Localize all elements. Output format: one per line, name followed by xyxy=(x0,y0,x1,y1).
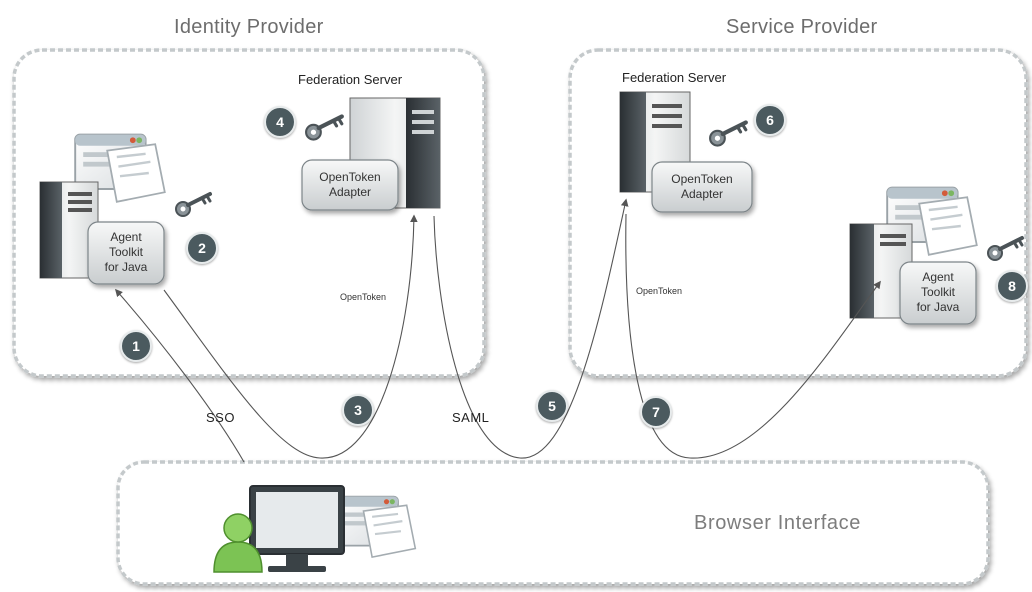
step-badge-6: 6 xyxy=(754,104,786,136)
sp-toolkit-line-1: Agent xyxy=(922,270,954,284)
sp-agent-toolkit-box xyxy=(899,261,977,325)
step-badge-7: 7 xyxy=(640,396,672,428)
sp-agent-toolkit-label: Agent Toolkit for Java xyxy=(900,270,976,315)
browser-interface-title: Browser Interface xyxy=(694,512,861,534)
user-icon xyxy=(213,513,263,573)
idp-adapter-label: OpenToken Adapter xyxy=(302,170,398,200)
arrow-4 xyxy=(625,213,881,459)
sp-federation-server-title: Federation Server xyxy=(622,70,727,85)
arrow-2 xyxy=(163,214,418,459)
sp-opentoken-edge-label: OpenToken xyxy=(636,286,683,296)
monitor-icon xyxy=(249,485,345,572)
browser-user xyxy=(213,485,417,573)
arrow-3 xyxy=(433,198,629,459)
sp-adapter-label: OpenToken Adapter xyxy=(652,172,752,202)
sp-adapter-line-1: OpenToken xyxy=(671,172,733,186)
server-icon xyxy=(349,97,441,209)
idp-toolkit-line-2: Toolkit xyxy=(108,245,143,259)
idp-federation-server-title: Federation Server xyxy=(298,72,403,87)
sp-opentoken-adapter-box xyxy=(651,161,753,213)
sp-toolkit-line-2: Toolkit xyxy=(920,285,955,299)
service-provider-title: Service Provider xyxy=(726,16,878,38)
saml-label: SAML xyxy=(452,410,490,425)
sp-toolkit-line-3: for Java xyxy=(916,300,960,314)
identity-provider-title: Identity Provider xyxy=(174,16,324,38)
step-badge-3: 3 xyxy=(342,394,374,426)
idp-toolkit-line-3: for Java xyxy=(104,260,148,274)
idp-toolkit-line-1: Agent xyxy=(110,230,142,244)
idp-federation-server xyxy=(301,97,441,211)
sp-adapter-line-2: Adapter xyxy=(680,187,724,201)
idp-opentoken-edge-label: OpenToken xyxy=(340,292,387,302)
arrow-1 xyxy=(114,288,245,463)
sp-app-server xyxy=(849,186,1024,325)
idp-agent-toolkit-box xyxy=(87,221,165,285)
sso-label: SSO xyxy=(206,410,235,425)
idp-app-server xyxy=(39,133,212,285)
step-badge-2: 2 xyxy=(186,232,218,264)
idp-adapter-line-1: OpenToken xyxy=(319,170,381,184)
step-badge-5: 5 xyxy=(536,390,568,422)
step-badge-4: 4 xyxy=(264,106,296,138)
idp-adapter-line-2: Adapter xyxy=(328,185,372,199)
flow-arrows xyxy=(114,198,881,463)
idp-opentoken-adapter-box xyxy=(301,159,399,211)
idp-agent-toolkit-label: Agent Toolkit for Java xyxy=(88,230,164,275)
sp-federation-server xyxy=(619,91,753,213)
step-badge-8: 8 xyxy=(996,270,1028,302)
step-badge-1: 1 xyxy=(120,330,152,362)
